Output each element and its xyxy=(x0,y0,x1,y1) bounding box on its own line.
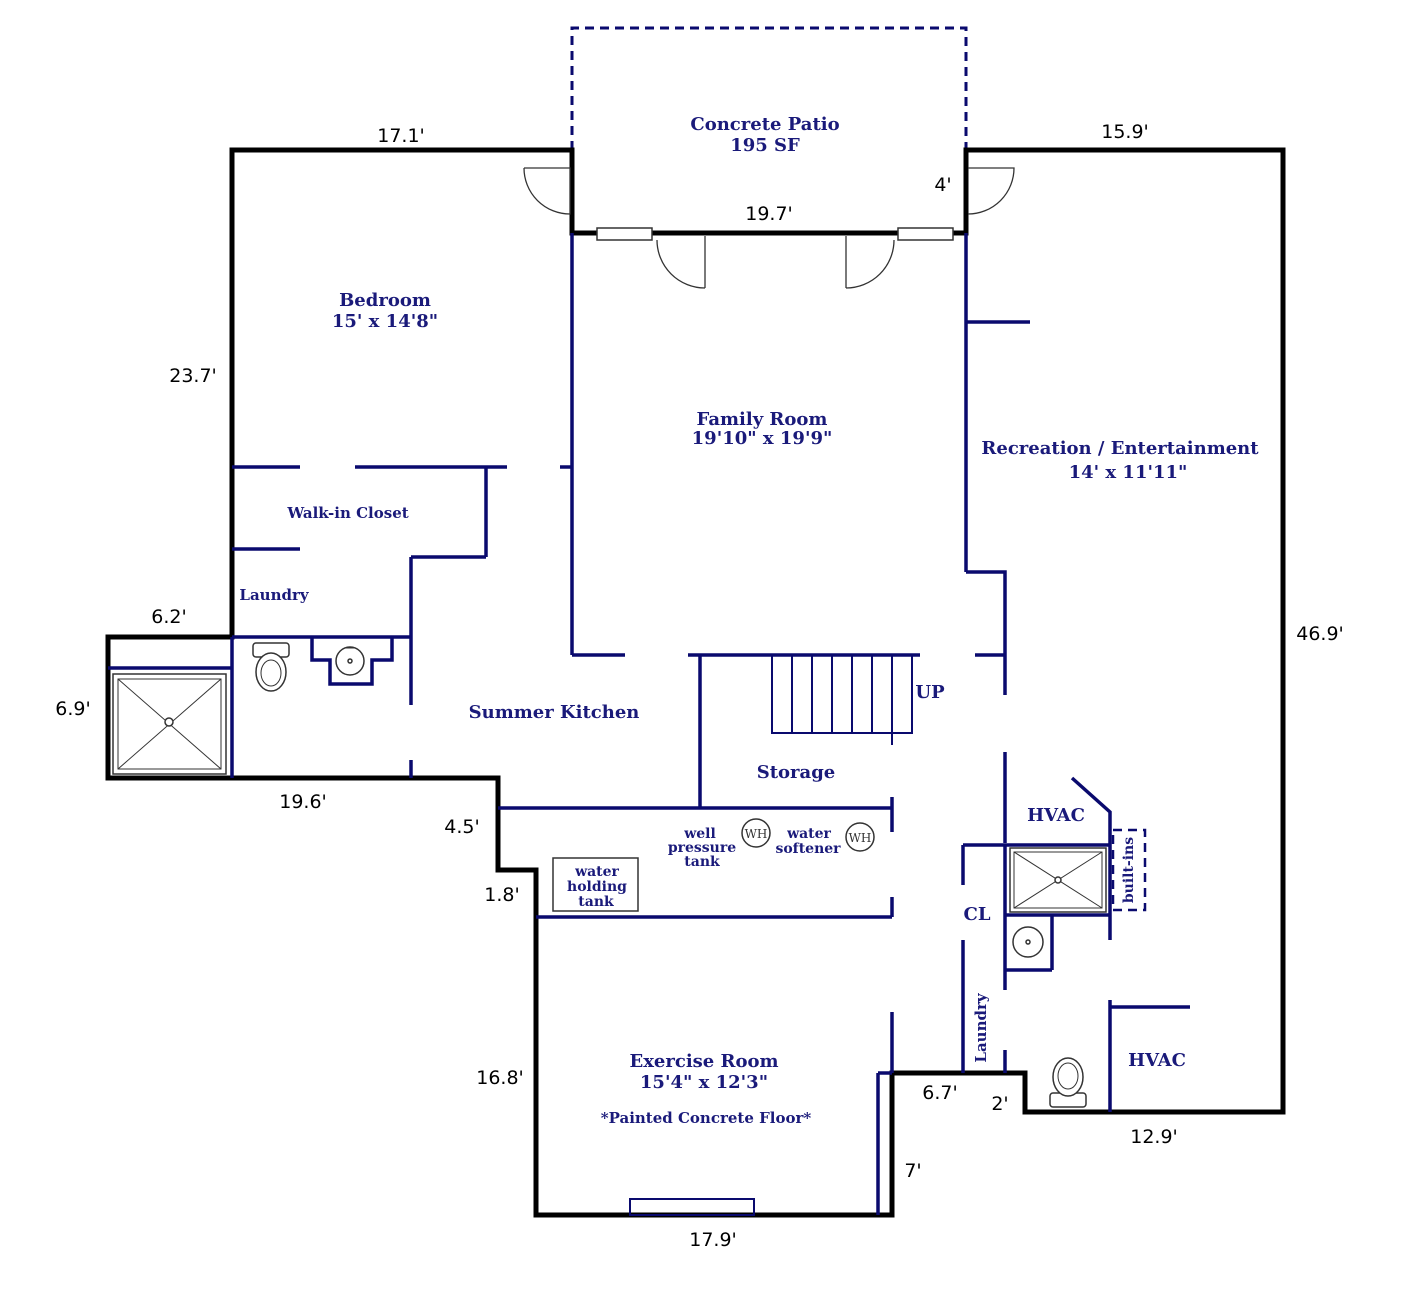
patio-label: Concrete Patio xyxy=(690,114,839,135)
dim-bottom-left: 19.6' xyxy=(279,791,327,813)
patio-windows xyxy=(523,167,1015,289)
hvac-top-label: HVAC xyxy=(1027,805,1085,826)
water-heater-1-icon: WH xyxy=(741,818,771,848)
storage-label: Storage xyxy=(757,762,836,783)
right-sink-icon xyxy=(1012,926,1044,958)
summer-kitchen-label: Summer Kitchen xyxy=(469,702,640,723)
dim-left-bath: 6.9' xyxy=(55,698,90,720)
room-labels: Concrete Patio 195 SF Bedroom 15' x 14'8… xyxy=(239,114,1259,1127)
builtins-outline xyxy=(1111,828,1147,912)
dim-patio-depth: 4' xyxy=(934,174,951,196)
left-toilet-icon xyxy=(252,642,290,692)
exercise-room-size: 15'4" x 12'3" xyxy=(640,1072,768,1093)
dim-left-lower: 16.8' xyxy=(476,1067,524,1089)
dim-right-side: 46.9' xyxy=(1296,623,1344,645)
bedroom-label: Bedroom xyxy=(339,290,431,311)
dim-left-upper: 23.7' xyxy=(169,365,217,387)
laundry-right-label: Laundry xyxy=(972,992,990,1062)
dim-left-jog: 6.2' xyxy=(151,606,186,628)
holding-tank-label-1: water xyxy=(574,864,619,880)
staircase xyxy=(771,654,913,745)
dimension-labels: 17.1' 15.9' 4' 19.7' 23.7' 6.2' 6.9' 19.… xyxy=(55,121,1343,1251)
patio-area: 195 SF xyxy=(730,135,800,156)
dim-step-2: 1.8' xyxy=(484,884,519,906)
dim-exercise-right: 7' xyxy=(904,1160,921,1182)
left-sink-icon xyxy=(335,646,365,676)
dim-patio-width: 19.7' xyxy=(745,203,793,225)
patio-outline xyxy=(570,26,968,150)
laundry-left-label: Laundry xyxy=(239,586,309,604)
water-holding-tank-box xyxy=(552,857,639,912)
dim-bottom-right: 12.9' xyxy=(1130,1126,1178,1148)
holding-tank-label-2: holding xyxy=(567,879,627,895)
softener-label-2: softener xyxy=(775,841,841,857)
exercise-room-note: *Painted Concrete Floor* xyxy=(601,1109,812,1127)
dim-top-right: 15.9' xyxy=(1101,121,1149,143)
hvac-bottom-label: HVAC xyxy=(1128,1050,1186,1071)
recreation-size: 14' x 11'11" xyxy=(1069,462,1188,483)
dim-bottom-step: 2' xyxy=(991,1093,1008,1115)
right-shower xyxy=(1009,847,1107,913)
left-shower xyxy=(112,673,227,775)
dim-top-left: 17.1' xyxy=(377,125,425,147)
walk-in-closet-label: Walk-in Closet xyxy=(286,504,408,522)
well-label-2: pressure xyxy=(668,840,736,856)
right-toilet-icon xyxy=(1049,1057,1087,1108)
wh-label-2: WH xyxy=(849,831,872,845)
well-label-3: tank xyxy=(684,854,720,870)
exercise-room-label: Exercise Room xyxy=(629,1051,778,1072)
family-room-size: 19'10" x 19'9" xyxy=(692,428,833,449)
dim-step-1: 4.5' xyxy=(444,816,479,838)
recreation-label: Recreation / Entertainment xyxy=(981,438,1259,459)
interior-walls xyxy=(108,233,1190,1215)
family-room-label: Family Room xyxy=(697,409,828,430)
holding-tank-label-3: tank xyxy=(578,894,614,910)
wh-label-1: WH xyxy=(745,827,768,841)
softener-label-1: water xyxy=(786,826,831,842)
exercise-window xyxy=(629,1198,755,1216)
builtins-label: built-ins xyxy=(1121,837,1137,903)
dim-bottom-center: 17.9' xyxy=(689,1229,737,1251)
dim-bottom-jog: 6.7' xyxy=(922,1082,957,1104)
stairs-up-label: UP xyxy=(915,682,945,703)
closet-cl-label: CL xyxy=(964,904,991,925)
well-label-1: well xyxy=(683,826,716,842)
water-heater-2-icon: WH xyxy=(845,822,875,852)
bedroom-size: 15' x 14'8" xyxy=(332,311,438,332)
